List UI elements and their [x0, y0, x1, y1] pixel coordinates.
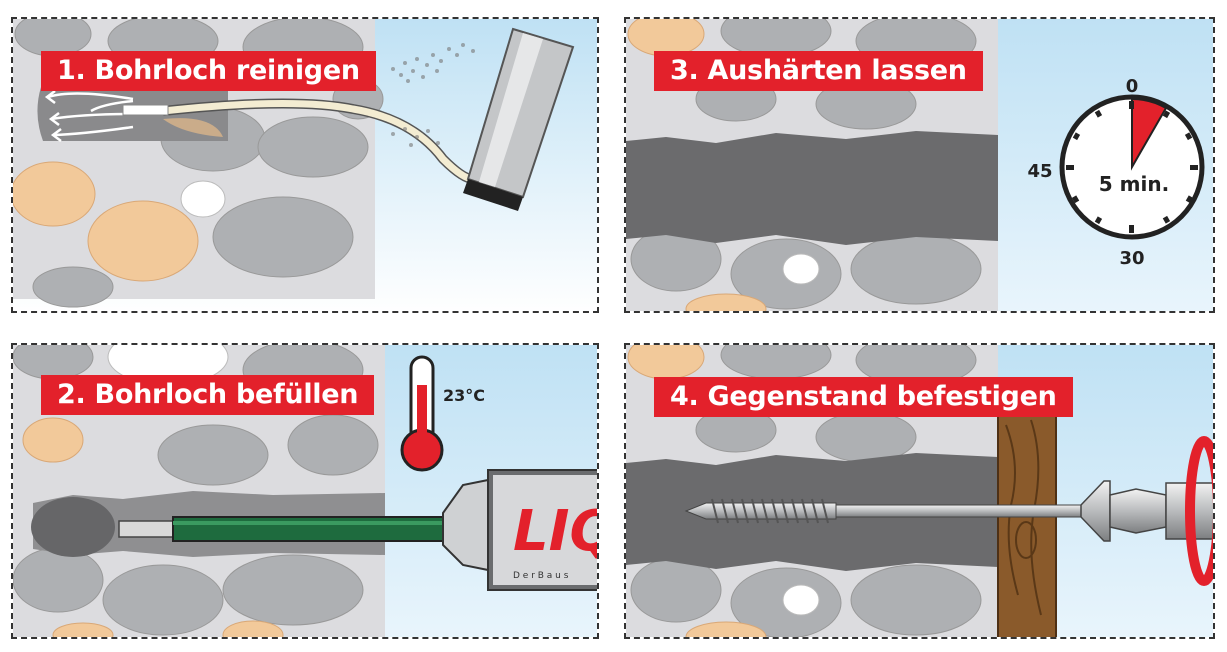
cartridge-brand: LIQ: [513, 499, 599, 564]
cartridge-tagline: D e r B a u s: [513, 571, 569, 581]
step-4-title: 4. Gegenstand befestigen: [654, 377, 1073, 417]
cured-mortar: [626, 131, 998, 245]
step-2-title: 2. Bohrloch befüllen: [41, 375, 375, 415]
step-1-title: 1. Bohrloch reinigen: [41, 51, 376, 91]
stopwatch-icon: [1059, 94, 1205, 240]
step-4-panel: 4. Gegenstand befestigen: [624, 343, 1215, 639]
step-2-panel: LIQ D e r B a u s 23°C 2. Bohrloch befül…: [11, 343, 599, 639]
timer-label: 5 min.: [1099, 172, 1169, 196]
mixing-nozzle: [118, 516, 444, 542]
dust-cloud: [391, 43, 475, 147]
concrete-stones: [627, 19, 982, 311]
thermometer-icon: [400, 355, 444, 472]
concrete-stones: [627, 345, 982, 637]
blower-tube: [463, 27, 575, 211]
step-3-title: 3. Aushärten lassen: [654, 51, 983, 91]
timer-tick-top: 0: [1126, 76, 1139, 97]
wooden-board: [997, 414, 1057, 637]
step-2-illustration: LIQ D e r B a u s 23°C: [13, 345, 599, 637]
timer-tick-bottom: 30: [1119, 248, 1144, 269]
adhesive-cartridge: LIQ D e r B a u s: [442, 469, 599, 591]
temperature-label: 23°C: [443, 386, 485, 405]
step-3-panel: 0 45 30 5 min. 3. Aushärten lassen: [624, 17, 1215, 313]
screw-icon: [684, 480, 1111, 542]
screwdriver-icon: [1109, 436, 1213, 586]
injected-mortar: [31, 497, 115, 557]
timer-tick-left: 45: [1027, 161, 1052, 182]
step-1-panel: 1. Bohrloch reinigen: [11, 17, 599, 313]
